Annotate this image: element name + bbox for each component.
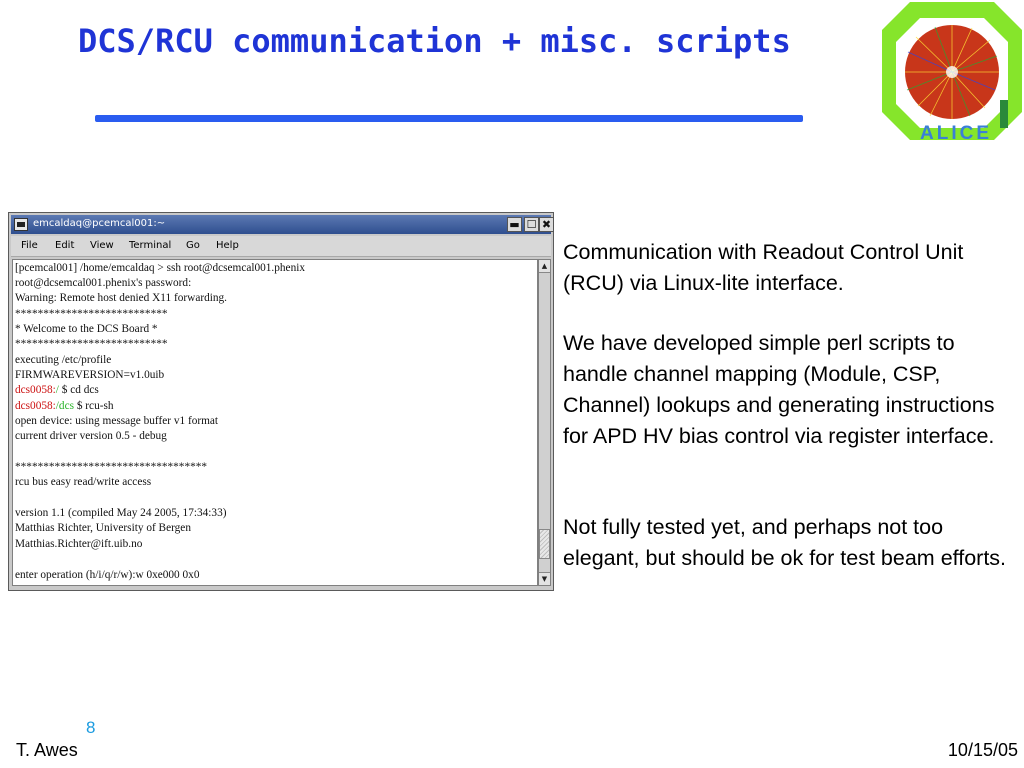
terminal-line: Matthias.Richter@ift.uib.no <box>15 538 143 550</box>
close-button[interactable]: ✖ <box>539 217 554 232</box>
prompt-command: $ rcu-sh <box>74 400 114 412</box>
terminal-line: version 1.1 (compiled May 24 2005, 17:34… <box>15 507 227 519</box>
terminal-line: Warning: Remote host denied X11 forwardi… <box>15 292 228 304</box>
prompt-host: dcs0058: <box>15 400 56 412</box>
scroll-down-icon[interactable]: ▼ <box>539 572 550 585</box>
terminal-line: executing /etc/profile <box>15 354 112 366</box>
terminal-line: root@dcsemcal001.phenix's password: <box>15 277 192 289</box>
menu-terminal[interactable]: Terminal <box>129 240 172 251</box>
footer-author: T. Awes <box>16 740 78 760</box>
alice-logo: ALICE <box>882 2 1022 142</box>
prompt-command: $ cd dcs <box>58 384 99 396</box>
vertical-scrollbar[interactable]: ▲ ▼ <box>538 259 551 586</box>
prompt-path: /dcs <box>55 400 74 412</box>
terminal-window[interactable]: emcaldaq@pcemcal001:~ ▬ ☐ ✖ File Edit Vi… <box>8 212 554 591</box>
menu-view[interactable]: View <box>90 240 114 251</box>
paragraph-communication: Communication with Readout Control Unit … <box>563 240 964 295</box>
terminal-line: rcu bus easy read/write access <box>15 476 152 488</box>
logo-text: ALICE <box>920 123 992 142</box>
prompt-path: / <box>55 384 59 396</box>
terminal-line: current driver version 0.5 - debug <box>15 430 167 442</box>
paragraph-status: Not fully tested yet, and perhaps not to… <box>563 515 1007 570</box>
paragraph-perl-scripts: We have developed simple perl scripts to… <box>563 331 995 448</box>
terminal-line: Matthias Richter, University of Bergen <box>15 522 191 534</box>
terminal-icon <box>14 218 28 231</box>
prompt-line: dcs0058:/ $ cd dcs <box>15 384 99 397</box>
terminal-line: ********************************** <box>15 461 208 473</box>
terminal-line: open device: using message buffer v1 for… <box>15 415 219 427</box>
window-title: emcaldaq@pcemcal001:~ <box>33 218 166 229</box>
menu-edit[interactable]: Edit <box>55 240 75 251</box>
slide-title: DCS/RCU communication + misc. scripts <box>78 22 791 60</box>
title-underline <box>95 115 803 122</box>
menu-help[interactable]: Help <box>216 240 239 251</box>
prompt-host: dcs0058: <box>15 384 56 396</box>
slide-number: 8 <box>86 718 96 737</box>
terminal-line: enter operation (h/i/q/r/w):w 0xe000 0x0 <box>15 569 200 581</box>
menu-go[interactable]: Go <box>186 240 200 251</box>
terminal-line: [pcemcal001] /home/emcaldaq > ssh root@d… <box>15 262 306 274</box>
menu-bar: File Edit View Terminal Go Help <box>11 236 551 257</box>
terminal-titlebar[interactable]: emcaldaq@pcemcal001:~ ▬ ☐ ✖ <box>11 215 554 234</box>
footer-date: 10/15/05 <box>947 740 1018 760</box>
minimize-button[interactable]: ▬ <box>507 217 522 232</box>
maximize-button[interactable]: ☐ <box>524 217 539 232</box>
scrollbar-thumb[interactable] <box>539 529 550 559</box>
scroll-up-icon[interactable]: ▲ <box>539 260 550 273</box>
terminal-line: FIRMWAREVERSION=v1.0uib <box>15 369 165 381</box>
terminal-line: *************************** <box>15 308 168 320</box>
prompt-line: dcs0058:/dcs $ rcu-sh <box>15 400 114 413</box>
terminal-output[interactable]: [pcemcal001] /home/emcaldaq > ssh root@d… <box>12 259 538 586</box>
terminal-line: *************************** <box>15 338 168 350</box>
terminal-line: * Welcome to the DCS Board * <box>15 323 158 335</box>
menu-file[interactable]: File <box>21 240 38 251</box>
